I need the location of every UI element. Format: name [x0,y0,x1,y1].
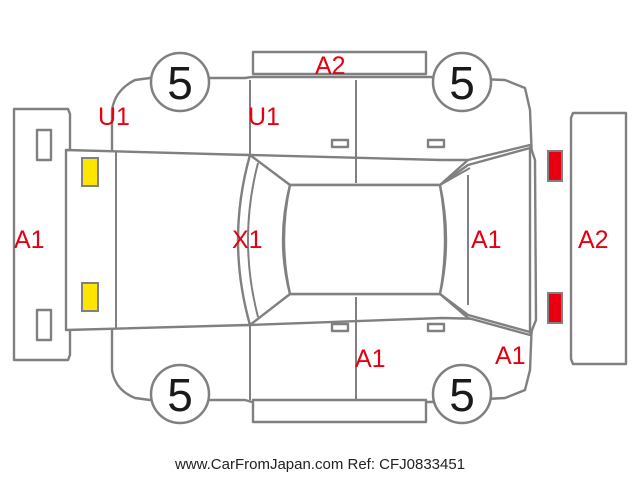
rear-window [438,146,532,334]
roof-rail-top [251,50,428,76]
code-front-left-fender: U1 [98,103,130,131]
code-rear-bumper: A2 [578,226,609,254]
footer-reference: www.CarFromJapan.com Ref: CFJ0833451 [174,456,466,473]
windshield-inner [247,162,259,318]
front-bumper [12,107,72,362]
code-rear-right-quarter: A1 [495,342,526,370]
code-front-left-door: U1 [248,103,280,131]
left-front-door-handle [330,138,350,149]
rear-bumper [569,111,628,366]
code-rear-window: A1 [471,226,502,254]
wheel-front-left: 5 [149,51,211,113]
wheel-number: 5 [449,369,475,421]
taillight-bottom-marker [547,292,563,324]
taillight-top-marker [547,150,563,182]
code-front-bumper: A1 [14,226,45,254]
roof-rail-bottom [251,398,428,424]
wheel-rear-right: 5 [431,363,493,425]
right-rear-door-handle [426,322,446,333]
code-hood: X1 [232,226,263,254]
wheel-number: 5 [167,369,193,421]
roof-top-view [282,183,447,296]
wheel-front-right: 5 [149,363,211,425]
front-bumper-fog-light-top [35,128,53,162]
code-roof-panel: A2 [315,52,346,80]
headlight-bottom-marker [81,282,99,312]
right-front-door-handle [330,322,350,333]
left-rear-door-handle [426,138,446,149]
wheel-number: 5 [449,57,475,109]
headlight-top-marker [81,157,99,187]
wheel-number: 5 [167,57,193,109]
rear-hatch-line [439,167,471,186]
right-side-body [110,316,534,404]
wheel-rear-left: 5 [431,51,493,113]
left-side-body [110,75,534,162]
front-bumper-fog-light-bottom [35,308,53,342]
code-rear-right-door: A1 [355,345,386,373]
